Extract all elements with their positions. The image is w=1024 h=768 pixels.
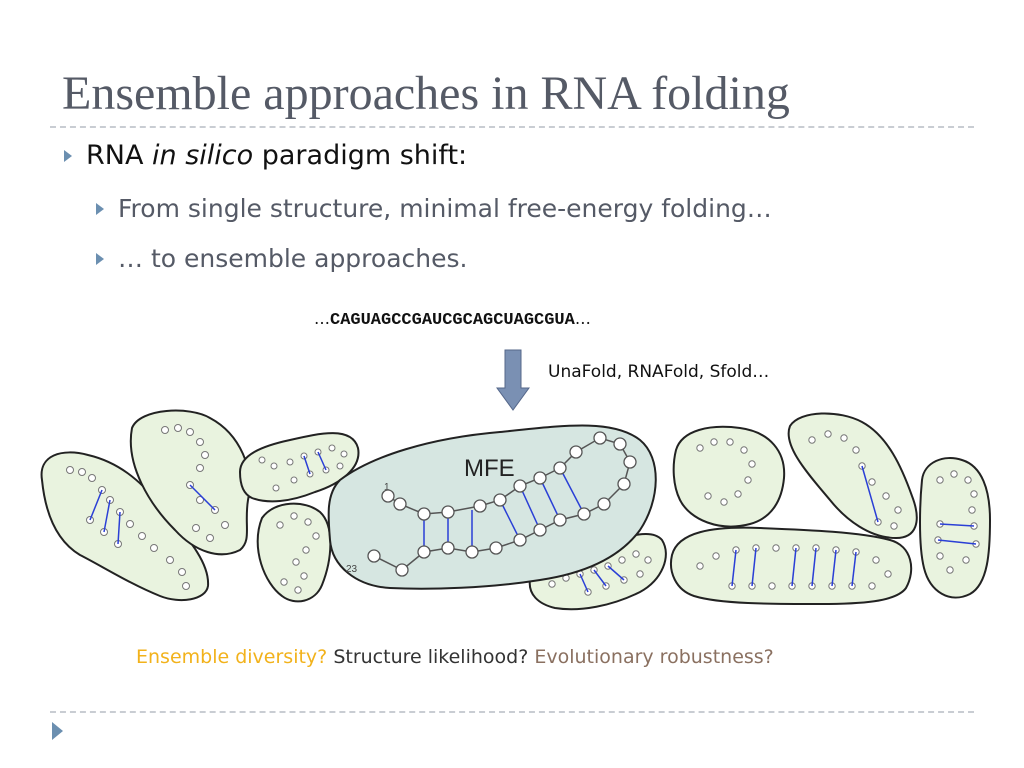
sub-bullet-1: From single structure, minimal free-ener… xyxy=(96,194,772,223)
play-triangle-icon[interactable] xyxy=(52,722,63,740)
slide-title: Ensemble approaches in RNA folding xyxy=(62,67,790,120)
ensemble-structure-8 xyxy=(670,526,913,606)
question-evolutionary-robustness: Evolutionary robustness? xyxy=(534,646,774,668)
sequence-trail: … xyxy=(574,309,591,328)
mfe-start-label: 1 xyxy=(384,482,390,493)
ensemble-structure-6 xyxy=(672,425,786,528)
bullet-triangle-icon xyxy=(96,202,104,215)
ensemble-structure-4 xyxy=(256,502,332,603)
sub-bullet-2-text: … to ensemble approaches. xyxy=(118,244,468,273)
mfe-label: MFE xyxy=(464,455,515,482)
bullet-main-text: RNA in silico paradigm shift: xyxy=(86,140,467,171)
folding-tools-label: UnaFold, RNAFold, Sfold… xyxy=(548,362,770,382)
sequence-lead: … xyxy=(314,309,330,328)
research-questions: Ensemble diversity? Structure likelihood… xyxy=(136,646,774,668)
question-structure-likelihood: Structure likelihood? xyxy=(333,646,529,668)
bullet-main-emphasis: in silico xyxy=(152,140,254,171)
sequence-bases: CAGUAGCCGAUCGCAGCUAGCGUA xyxy=(330,311,575,330)
bullet-main: RNA in silico paradigm shift: xyxy=(64,140,467,171)
ensemble-bonds xyxy=(89,451,977,593)
title-divider xyxy=(50,126,974,128)
bullet-triangle-icon xyxy=(64,149,72,162)
sub-bullet-1-text: From single structure, minimal free-ener… xyxy=(118,194,772,223)
mfe-structure: MFE 1 23 xyxy=(327,424,657,590)
ensemble-structure-7 xyxy=(787,412,918,540)
mfe-end-label: 23 xyxy=(346,564,358,575)
footer-divider xyxy=(50,711,974,713)
question-ensemble-diversity: Ensemble diversity? xyxy=(136,646,328,668)
rna-sequence: …CAGUAGCCGAUCGCAGCUAGCGUA… xyxy=(314,309,591,330)
ensemble-structure-3 xyxy=(238,432,360,503)
ensemble-structure-9 xyxy=(919,457,992,599)
ensemble-structure-1 xyxy=(40,451,210,602)
sub-bullet-2: … to ensemble approaches. xyxy=(96,244,467,273)
bullet-triangle-icon xyxy=(96,252,104,265)
bullet-main-suffix: paradigm shift: xyxy=(253,140,468,171)
down-arrow-icon xyxy=(496,349,530,411)
ensemble-glyphs xyxy=(66,424,980,596)
bullet-main-prefix: RNA xyxy=(86,140,153,171)
